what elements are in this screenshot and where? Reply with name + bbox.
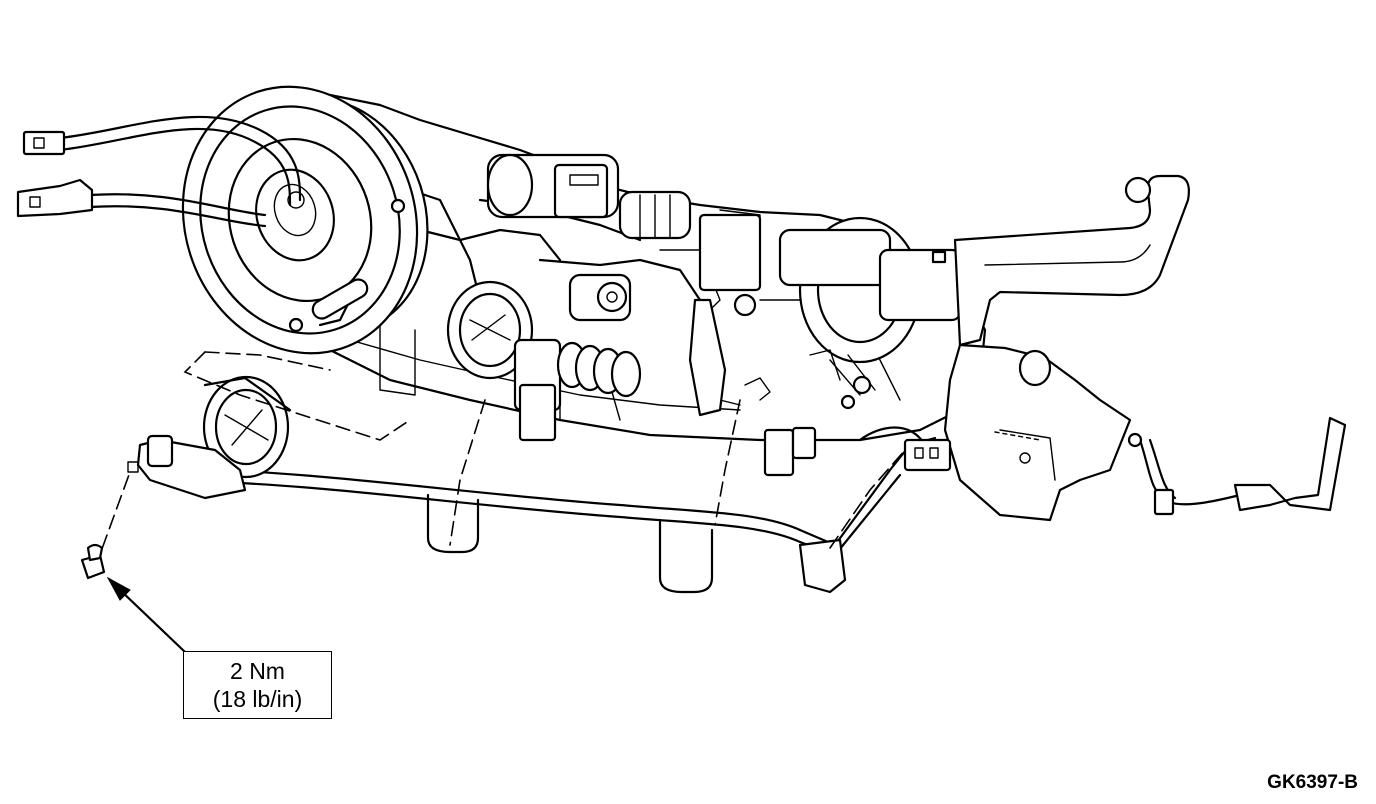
coil-spring	[513, 273, 642, 442]
torque-metric: 2 Nm	[230, 658, 285, 684]
ignition-switch	[127, 375, 292, 500]
torque-callout: 2 Nm (18 lb/in)	[183, 651, 332, 719]
screw-icon	[80, 543, 106, 580]
center-connectors	[744, 377, 817, 477]
lower-bracket	[943, 343, 1132, 522]
clock-spring-wires	[16, 115, 302, 228]
figure-id: GK6397-B	[1267, 772, 1358, 793]
assembly-lines	[94, 351, 906, 569]
arrow-icon	[106, 576, 187, 654]
right-harness	[1127, 416, 1347, 516]
clock-spring	[181, 85, 429, 355]
ignition-ring	[446, 280, 534, 380]
tilt-mechanism	[688, 209, 962, 417]
torque-imperial: (18 lb/in)	[212, 686, 303, 712]
main-harness	[198, 426, 952, 594]
lower-shaft-tubes	[426, 493, 714, 594]
tilt-lever	[931, 174, 1190, 347]
lock-housing	[486, 153, 692, 240]
